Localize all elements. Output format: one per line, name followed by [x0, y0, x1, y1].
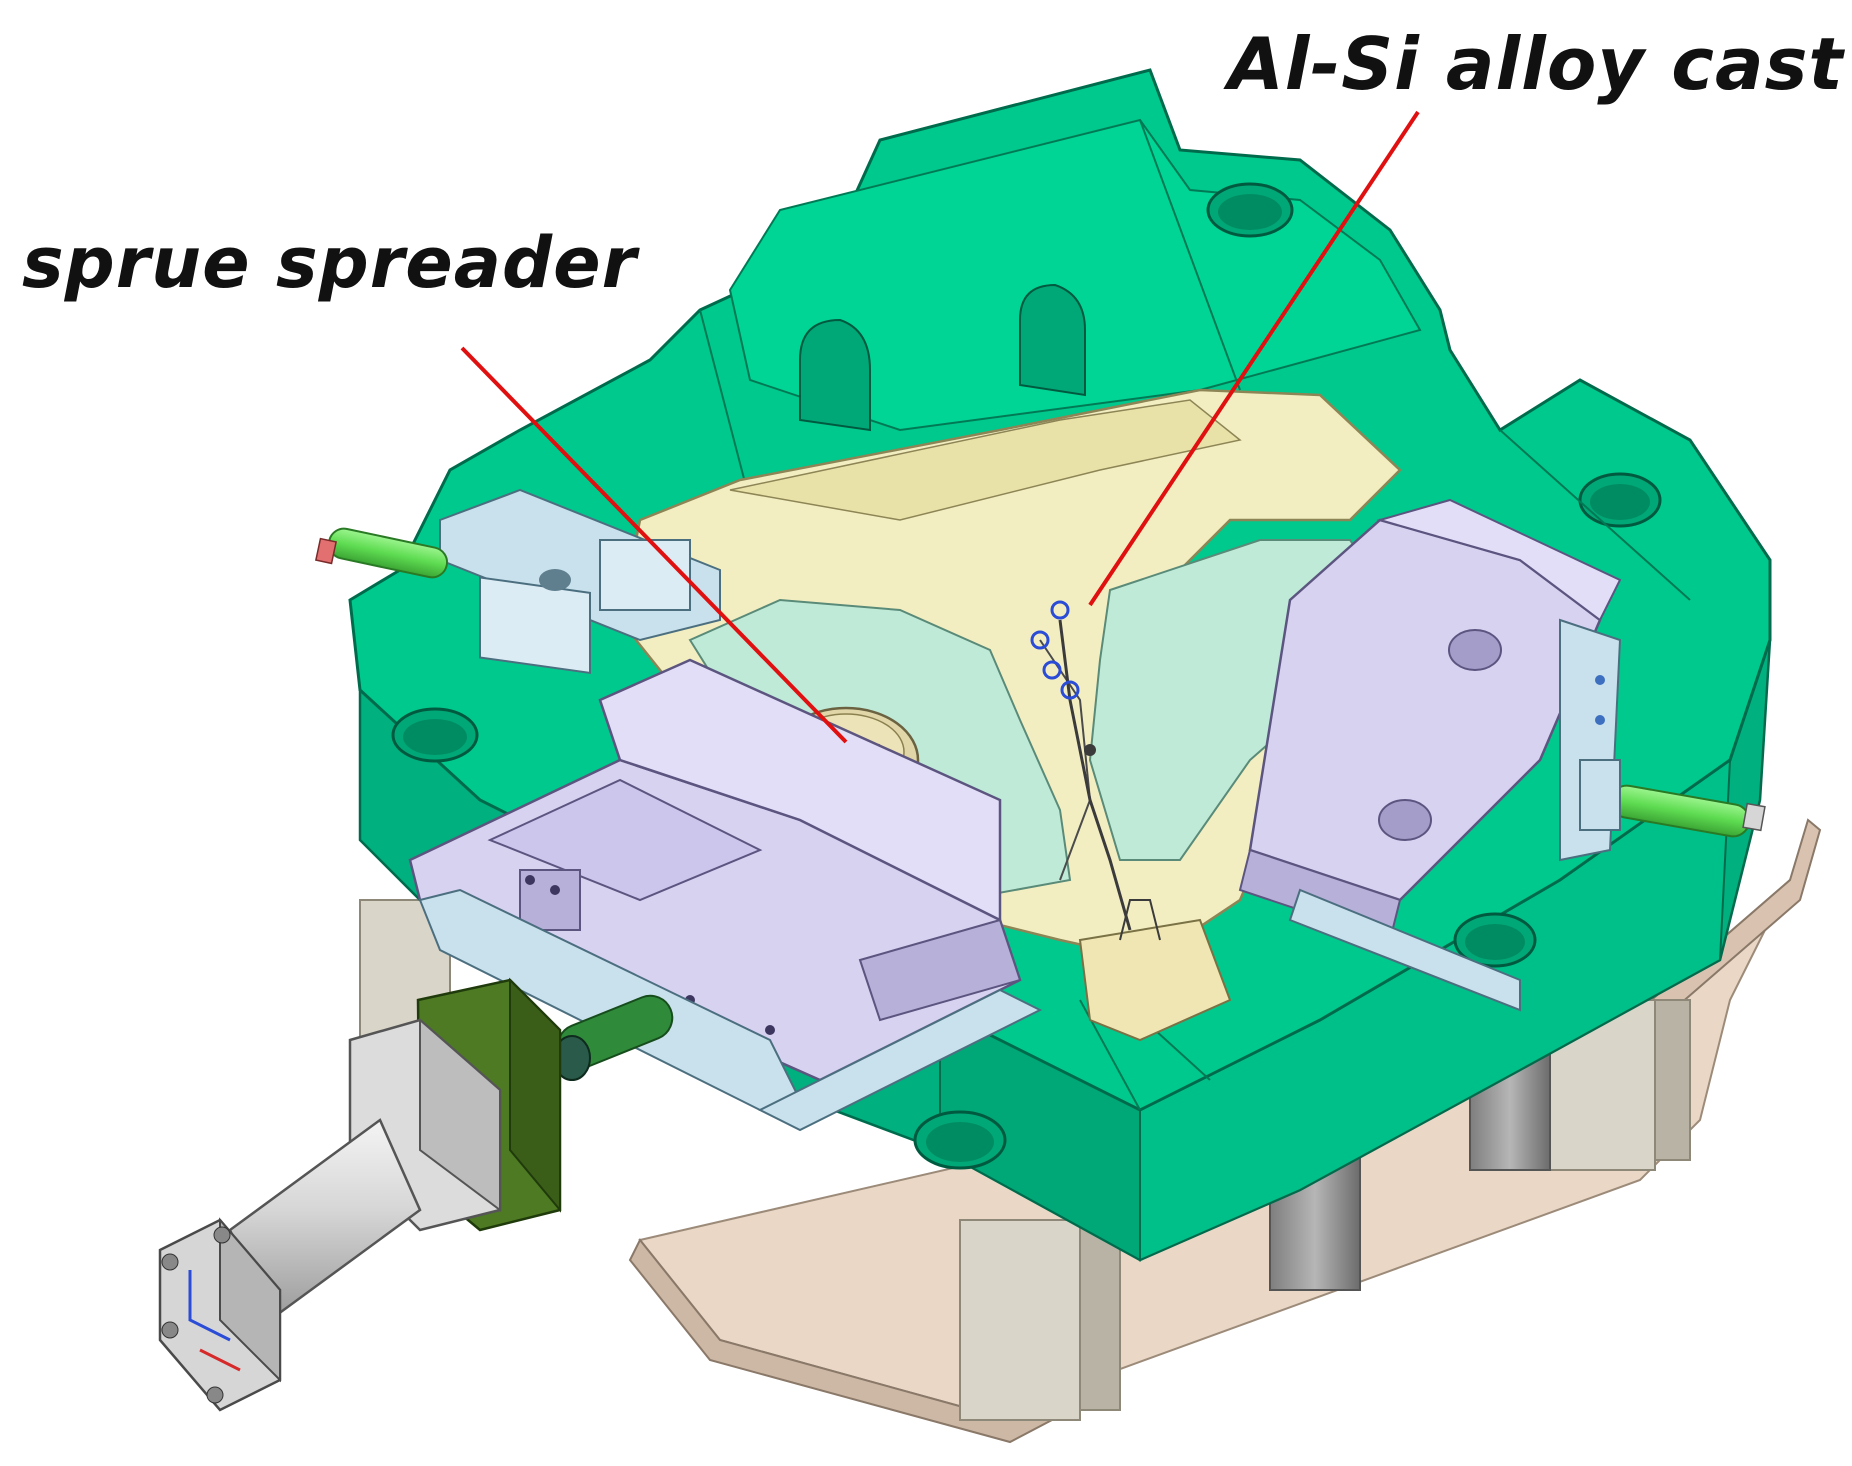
cast-leader-line [1088, 110, 1420, 607]
right-slide-block [1238, 498, 1622, 1012]
left-slide-block [408, 658, 1043, 1132]
bottom-insert [1078, 899, 1232, 1042]
alloy-cast-label: Al-Si alloy cast [1228, 22, 1844, 106]
sprue-spreader-label: sprue spreader [22, 222, 638, 304]
hydraulic-cylinder [158, 977, 562, 1412]
left-guide-pin [314, 527, 449, 579]
spreader-leader-line [460, 346, 848, 744]
left-slide-frame [439, 488, 721, 675]
leader-lines [460, 110, 1420, 744]
runner-chain [1030, 600, 1132, 931]
right-guide-pin [1579, 759, 1766, 838]
